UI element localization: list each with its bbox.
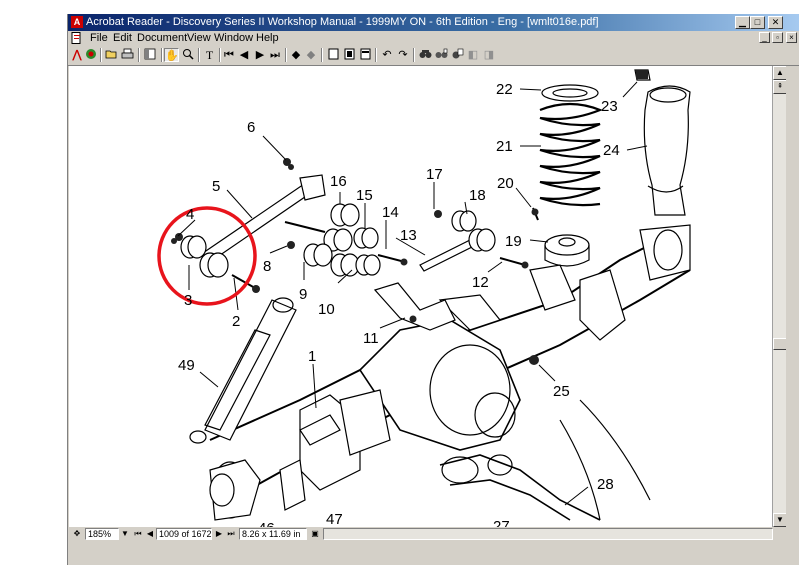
vertical-scrollbar[interactable]: ▲ ⇞ ▼ [772,66,787,527]
callout-28: 28 [597,476,614,493]
last-page-icon[interactable]: ⏭ [270,49,280,61]
search-icon[interactable] [434,48,448,62]
first-page-icon[interactable]: ⏮ [224,49,234,61]
window-title: Acrobat Reader - Discovery Series II Wor… [86,16,599,28]
fit-page-icon[interactable] [343,48,356,62]
document-icon [71,32,81,44]
callout-13: 13 [400,227,417,244]
callout-5: 5 [212,178,220,195]
doc-close-button[interactable]: × [786,32,797,43]
rotate-left-icon[interactable]: ↶ [382,49,392,61]
text-select-icon[interactable]: T [205,48,214,62]
find-icon[interactable] [418,48,432,62]
callout-2: 2 [232,313,240,330]
callout-49: 49 [178,357,195,374]
menu-file[interactable]: File [90,32,108,44]
callout-3: 3 [184,292,192,309]
print-icon[interactable] [120,48,134,62]
menu-view[interactable]: View [187,32,211,44]
menu-edit[interactable]: Edit [113,32,132,44]
doc-restore-button[interactable]: ▫ [772,32,783,43]
close-button[interactable]: ✕ [768,16,783,29]
callout-23: 23 [601,98,618,115]
acrobat-icon: A [71,16,83,28]
menu-bar: File Edit Document View Window Help [68,31,799,45]
horizontal-scrollbar[interactable] [323,528,773,540]
callout-19: 19 [505,233,522,250]
prev-highlight-icon[interactable]: ◧ [467,49,479,61]
callout-6: 6 [247,119,255,136]
callout-24: 24 [603,142,620,159]
prev-page-icon-status[interactable]: ◀ [146,529,154,538]
ebook-icon[interactable] [85,48,97,62]
acrobat-logo-icon[interactable]: ⋀ [72,49,82,61]
callout-12: 12 [472,274,489,291]
go-forward-icon[interactable]: ◆ [306,49,316,61]
status-bar: ✥ 185% ▼ ⏮ ◀ 1009 of 1672 ▶ ⏭ 8.26 x 11.… [69,527,786,541]
hand-status-icon: ✥ [73,529,81,538]
callout-9: 9 [299,286,307,303]
first-page-icon-status[interactable]: ⏮ [134,529,142,538]
window-frame-right [786,66,799,541]
callout-1: 1 [308,348,316,365]
callout-14: 14 [382,204,399,221]
maximize-button[interactable]: □ [750,16,765,29]
hand-tool-icon[interactable]: ✋ [164,48,179,62]
callout-4: 4 [186,206,194,223]
last-page-icon-status[interactable]: ⏭ [227,529,235,538]
go-back-icon[interactable]: ◆ [291,49,301,61]
prev-page-icon[interactable]: ◀ [239,49,249,61]
callout-8: 8 [263,258,271,275]
callout-10: 10 [318,301,335,318]
menu-window[interactable]: Window [214,32,254,44]
search-results-icon[interactable] [450,48,464,62]
highlight-circle [157,206,257,306]
actual-size-icon[interactable] [327,48,340,62]
scroll-down-button[interactable]: ▼ [773,513,787,527]
page-number-field[interactable]: 1009 of 1672 [156,528,212,540]
callout-25: 25 [553,383,570,400]
next-highlight-icon[interactable]: ◨ [483,49,495,61]
page-size-field: 8.26 x 11.69 in [239,528,307,540]
exploded-rear-suspension-diagram: 6 5 4 3 2 8 9 16 15 14 17 18 13 10 11 12… [157,69,691,527]
callout-21: 21 [496,138,513,155]
scroll-up-button[interactable]: ▲ [773,66,787,80]
callout-27: 27 [493,518,510,527]
callout-46: 46 [258,520,275,527]
document-page[interactable]: 6 5 4 3 2 8 9 16 15 14 17 18 13 10 11 12… [69,66,772,527]
callout-18: 18 [469,187,486,204]
show-pane-icon[interactable] [143,48,157,62]
menu-document[interactable]: Document [137,32,188,44]
callout-47: 47 [326,511,343,527]
fit-width-icon[interactable] [359,48,372,62]
zoom-dropdown-icon[interactable]: ▼ [121,529,129,538]
callout-15: 15 [356,187,373,204]
callout-17: 17 [426,166,443,183]
menu-help[interactable]: Help [256,32,279,44]
callout-16: 16 [330,173,347,190]
open-icon[interactable] [104,48,118,62]
callout-22: 22 [496,81,513,98]
minimize-button[interactable]: ▁ [735,16,750,29]
callout-20: 20 [497,175,514,192]
page-layout-icon[interactable]: ▣ [311,529,319,538]
rotate-right-icon[interactable]: ↷ [398,49,408,61]
zoom-field[interactable]: 185% [85,528,119,540]
doc-minimize-button[interactable]: _ [759,32,770,43]
next-page-icon-status[interactable]: ▶ [215,529,223,538]
title-bar[interactable]: A Acrobat Reader - Discovery Series II W… [68,14,799,31]
next-page-icon[interactable]: ▶ [255,49,265,61]
zoom-tool-icon[interactable] [181,48,195,62]
callout-11: 11 [363,330,379,347]
toolbar: ⋀ ✋ T ⏮ ◀ ▶ ⏭ ◆ ◆ [68,45,799,66]
scroll-thumb[interactable] [773,338,787,350]
scroll-prev-page-button[interactable]: ⇞ [773,80,787,94]
